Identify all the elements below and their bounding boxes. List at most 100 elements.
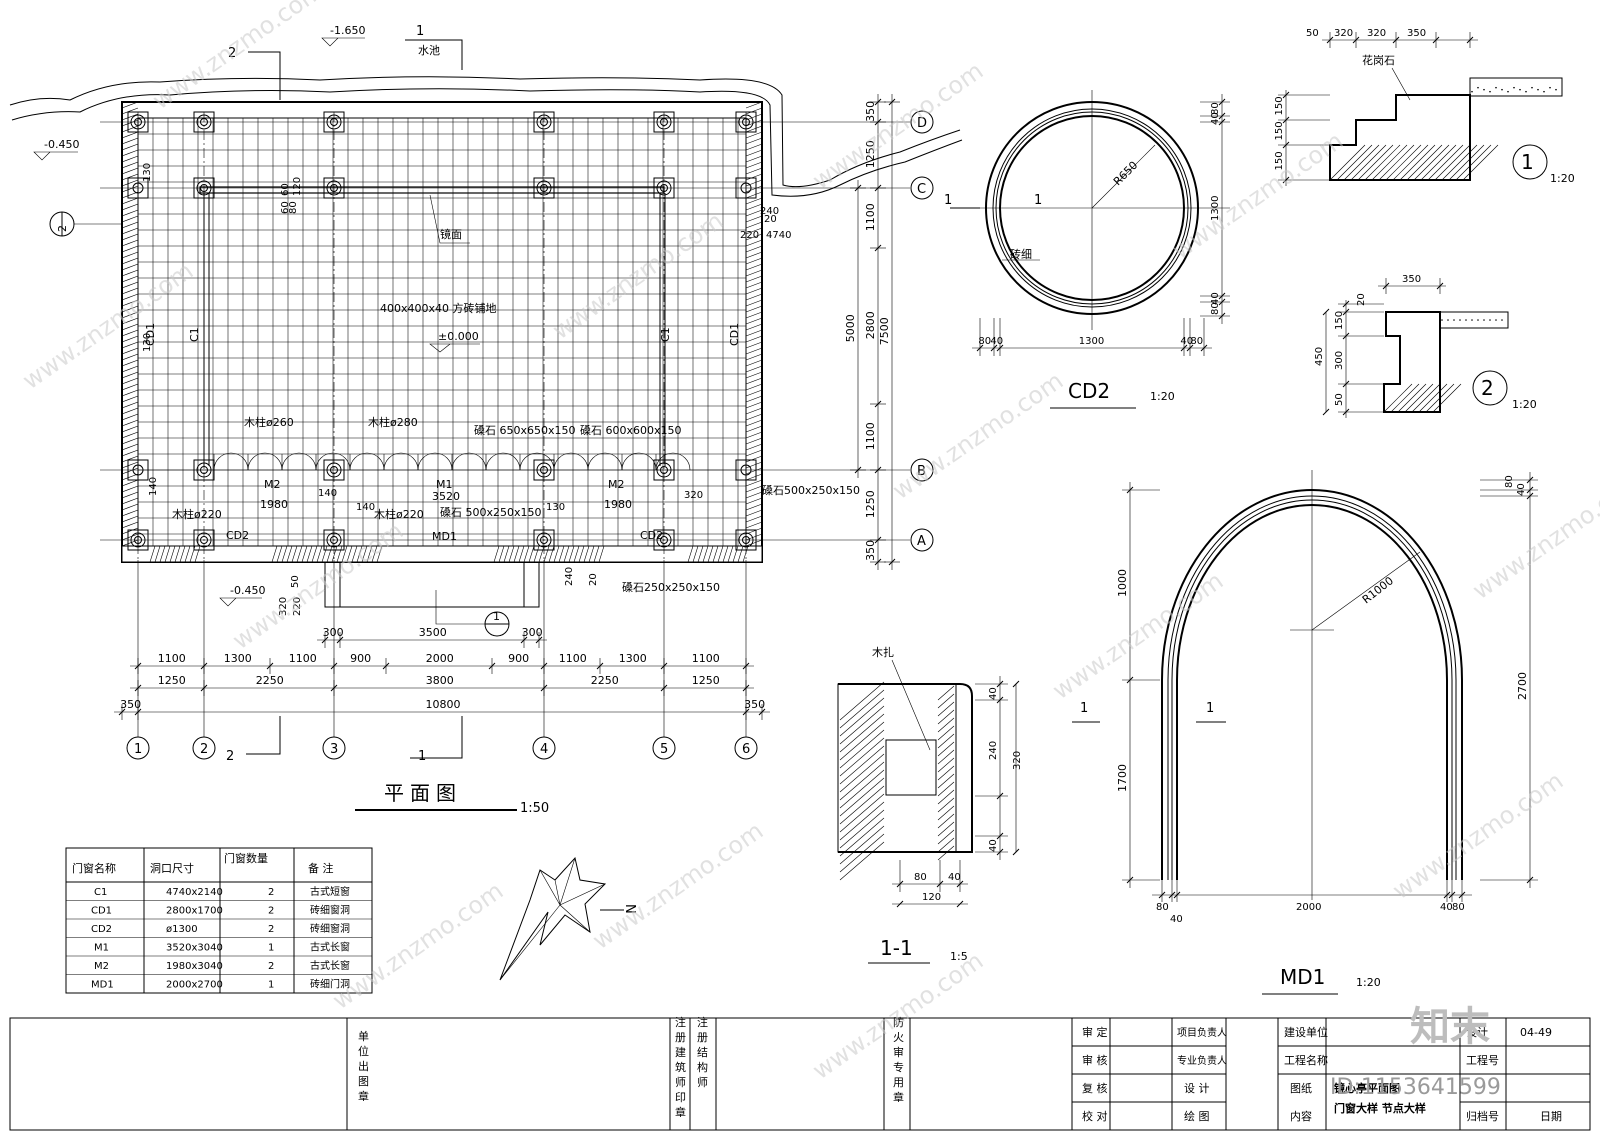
- small-dimension-value: 220: [740, 230, 759, 241]
- door-leaf-swing: [451, 452, 487, 471]
- dimension-value: 150: [1274, 121, 1285, 140]
- fire-stamp-label: 章: [893, 1090, 904, 1104]
- mirror-wall: [199, 186, 665, 194]
- column-base-stone: [533, 529, 555, 551]
- cd2-brick-label: 砖细: [1010, 247, 1032, 261]
- dimension-value: 1300: [619, 652, 647, 665]
- schedule-cell: 砖细门洞: [310, 978, 350, 991]
- hatch-line: [194, 545, 201, 563]
- hatch-line: [121, 395, 139, 403]
- axis-bubble: [910, 528, 934, 552]
- hatch-line: [286, 545, 293, 563]
- hatch-line: [745, 305, 763, 313]
- detail-1-hatch: [1329, 86, 1557, 181]
- tb-discipline-lead: 专业负责人: [1177, 1054, 1227, 1067]
- section-mark-bottom: 2: [226, 749, 234, 764]
- structural-stamp-label: 结: [697, 1046, 708, 1059]
- dimension-value: 10800: [426, 698, 461, 711]
- dimension-value: 40: [1440, 902, 1453, 913]
- hatch-line: [745, 479, 763, 487]
- hatch-line: [745, 389, 763, 397]
- hatch-line: [573, 545, 580, 563]
- timber-column-core: [330, 536, 338, 544]
- timber-column-core: [742, 118, 750, 126]
- hatch-line: [937, 693, 955, 709]
- gravel-dot: [1525, 90, 1527, 93]
- timber-column-core: [330, 118, 338, 126]
- hatch-line: [184, 545, 191, 563]
- hatch-line: [1418, 383, 1448, 413]
- hatch-line: [745, 497, 763, 505]
- hatch-line: [578, 545, 585, 563]
- dimension-value: 350: [864, 540, 877, 561]
- hatch-line: [351, 545, 358, 563]
- site-watermark: www.znzmo.com: [587, 817, 768, 955]
- hatch-line: [271, 545, 278, 563]
- dimension-value: 900: [350, 652, 371, 665]
- small-dimension-value: 80: [288, 201, 299, 214]
- dimension-value: 7500: [878, 317, 891, 345]
- dimension-value: 2000: [1296, 902, 1321, 913]
- hatch-line: [745, 443, 763, 451]
- hatch-line: [121, 503, 139, 511]
- timber-column-core: [200, 118, 208, 126]
- hatch-line: [1448, 144, 1485, 181]
- gravel-dot: [1447, 319, 1449, 321]
- hatch-line: [707, 545, 714, 563]
- dimension-value: 240: [988, 741, 999, 760]
- detail-1-no: 1: [1521, 150, 1534, 174]
- dim-tick: [1322, 308, 1330, 316]
- small-dimension-value: 240: [760, 206, 779, 217]
- hatch-line: [745, 179, 763, 187]
- gravel-dot: [1471, 90, 1473, 93]
- dimension-value: 450: [1314, 347, 1325, 366]
- dimension-value: 1100: [158, 652, 186, 665]
- structural-stamp-label: 册: [697, 1031, 708, 1044]
- column-base-stone: [653, 111, 675, 133]
- dimension-value: 40: [1180, 336, 1193, 347]
- hatch-line: [745, 419, 763, 427]
- dimension-value: 2700: [1516, 672, 1529, 700]
- md1-section-mark: 1: [1080, 701, 1088, 716]
- dimension-value: 350: [1402, 274, 1421, 285]
- hatch-line: [745, 281, 763, 289]
- hatch-line: [121, 263, 139, 271]
- dimension-value: 80: [1504, 475, 1515, 488]
- hatch-line: [1404, 383, 1434, 413]
- floor-note: 400x400x40 方砖铺地: [380, 301, 497, 315]
- level-outside-left: -0.450: [44, 138, 79, 151]
- tb-drawn: 绘 图: [1184, 1109, 1210, 1123]
- hatch-line: [745, 221, 763, 229]
- dimension-value: 40: [988, 839, 999, 852]
- section-cut-mark: [410, 716, 463, 759]
- hatch-line: [121, 203, 139, 211]
- hatch-line: [745, 101, 763, 109]
- section-no-1: 1: [416, 24, 424, 39]
- schedule-cell: 4740x2140: [166, 887, 223, 898]
- timber-column: [536, 180, 552, 196]
- axis-bubble-letter: A: [917, 534, 926, 549]
- tb-drawing-title-1: 镜心亭平面图: [1334, 1081, 1400, 1095]
- timber-column-core: [134, 536, 142, 544]
- hatch-line: [149, 545, 156, 563]
- hatch-line: [745, 515, 763, 523]
- hatch-line: [839, 833, 885, 873]
- dimension-value: 80: [914, 872, 927, 883]
- hatch-line: [745, 293, 763, 301]
- md1-radius-line: [1311, 551, 1421, 631]
- schedule-cell: CD2: [91, 924, 112, 935]
- gravel-dot: [1501, 88, 1503, 91]
- dimension-value: 5000: [844, 314, 857, 342]
- hatch-line: [745, 269, 763, 277]
- hatch-line: [121, 107, 139, 115]
- dimension-value: 150: [1334, 311, 1345, 330]
- timber-column-core: [134, 118, 142, 126]
- hatch-line: [745, 257, 763, 265]
- hatch-line: [361, 545, 368, 563]
- section-mark-bottom: 1: [418, 749, 426, 764]
- dimension-value: 350: [1407, 28, 1426, 39]
- hatch-line: [1392, 144, 1429, 181]
- hatch-line: [1427, 144, 1464, 181]
- hatch-line: [1397, 383, 1427, 413]
